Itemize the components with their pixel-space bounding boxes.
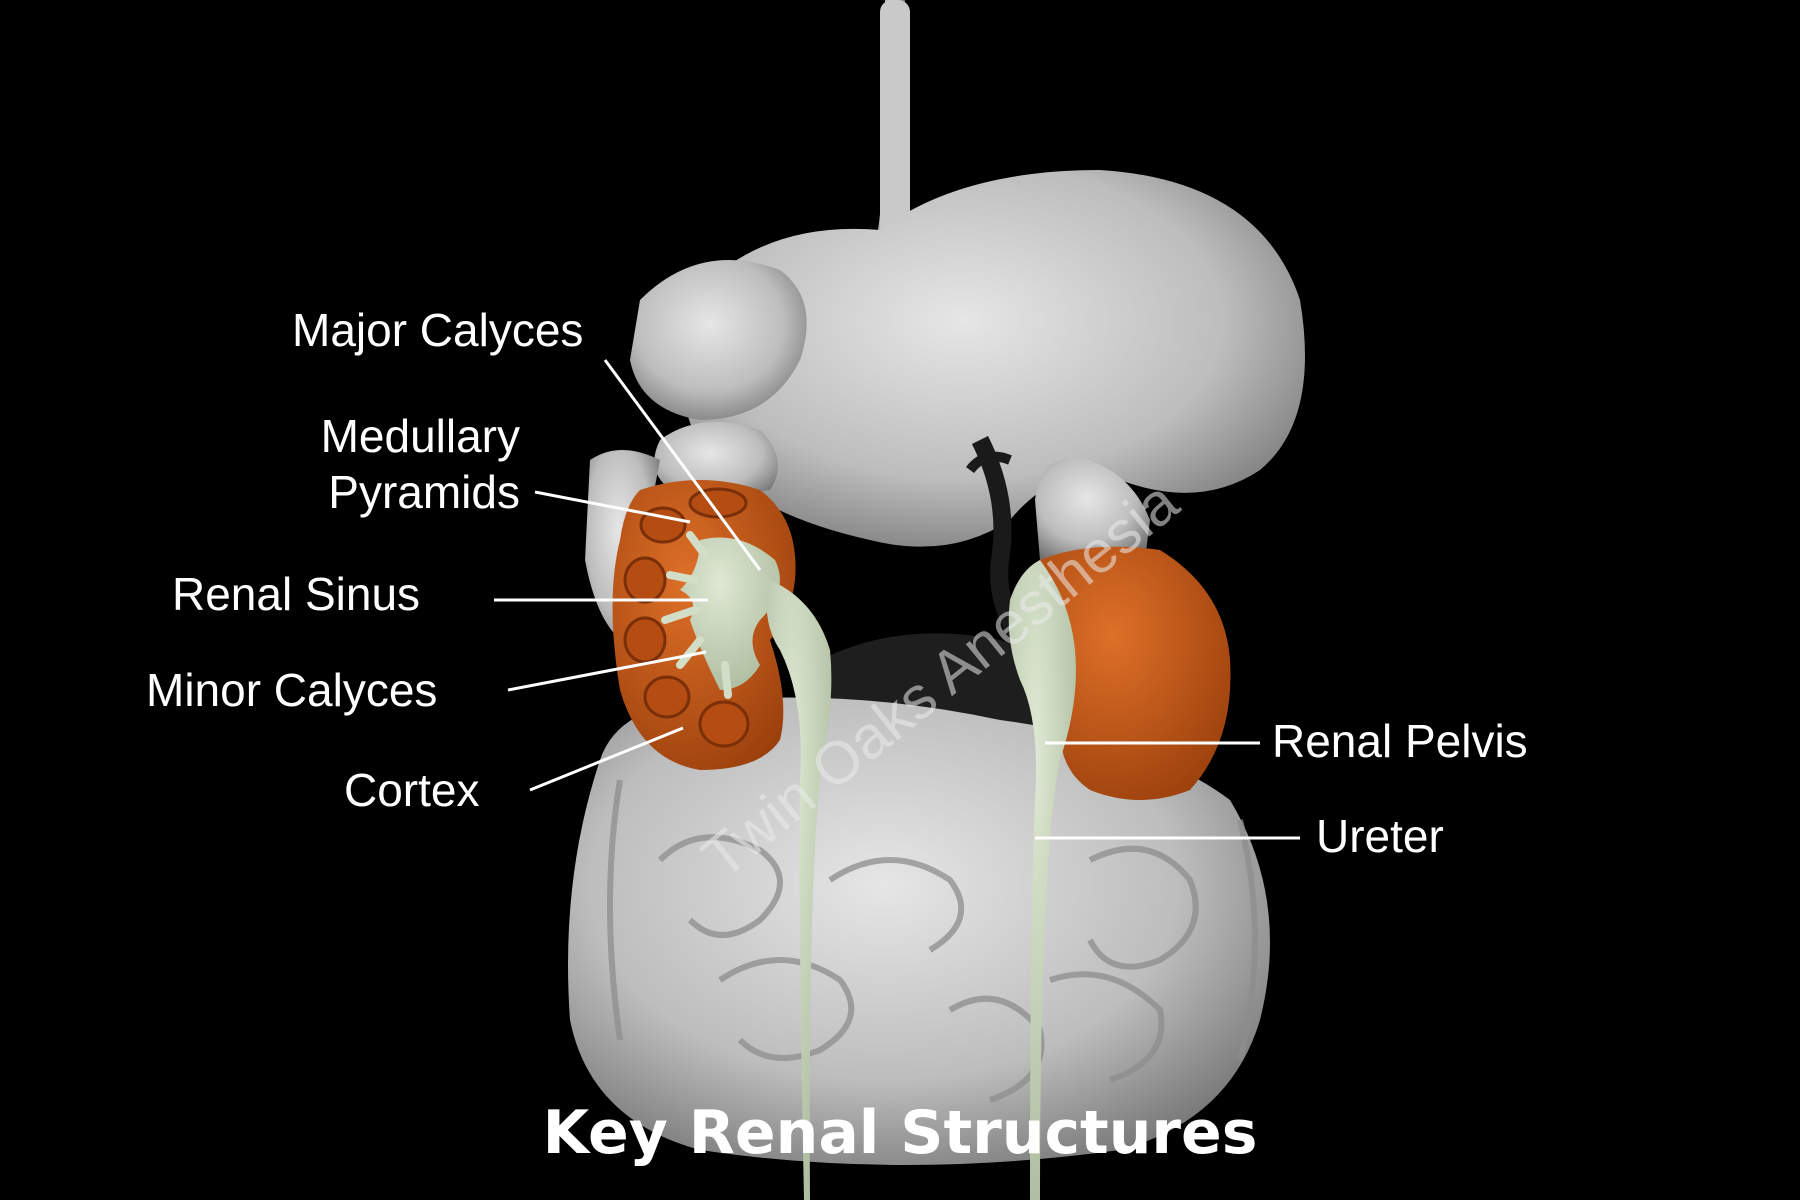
liver-lobe-shape — [630, 260, 807, 420]
left-ureter-shape — [766, 580, 832, 1200]
stomach-shape — [681, 170, 1305, 547]
diagram-title: Key Renal Structures — [542, 1098, 1258, 1168]
label-renal-sinus: Renal Sinus — [172, 568, 421, 620]
label-major-calyces: Major Calyces — [292, 304, 584, 356]
left-adrenal-shape — [654, 422, 778, 500]
vessel-left — [971, 435, 1028, 645]
medullary-pyramids — [623, 487, 750, 748]
right-adrenal-shape — [1035, 457, 1150, 560]
label-cortex: Cortex — [344, 764, 480, 816]
leader-major-calyces — [603, 359, 762, 571]
label-medullary-pyramids-line1: Medullary — [320, 410, 520, 462]
label-minor-calyces: Minor Calyces — [146, 664, 438, 716]
leader-minor-calyces — [507, 650, 707, 692]
right-renal-pelvis-shape — [1008, 560, 1076, 1200]
leader-lines — [494, 359, 1300, 840]
intestines-shape — [568, 697, 1270, 1165]
right-kidney-shape — [1035, 546, 1231, 800]
intestine-coils — [607, 779, 1258, 1103]
label-medullary-pyramids-line2: Pyramids — [328, 466, 520, 518]
minor-calyces — [661, 531, 732, 699]
label-ureter: Ureter — [1316, 810, 1444, 862]
leader-cortex — [529, 726, 684, 792]
leader-medullary-pyramids — [534, 490, 691, 524]
vessel-branch — [966, 451, 1012, 474]
label-renal-pelvis: Renal Pelvis — [1272, 715, 1528, 767]
esophagus-tube — [880, 0, 910, 240]
